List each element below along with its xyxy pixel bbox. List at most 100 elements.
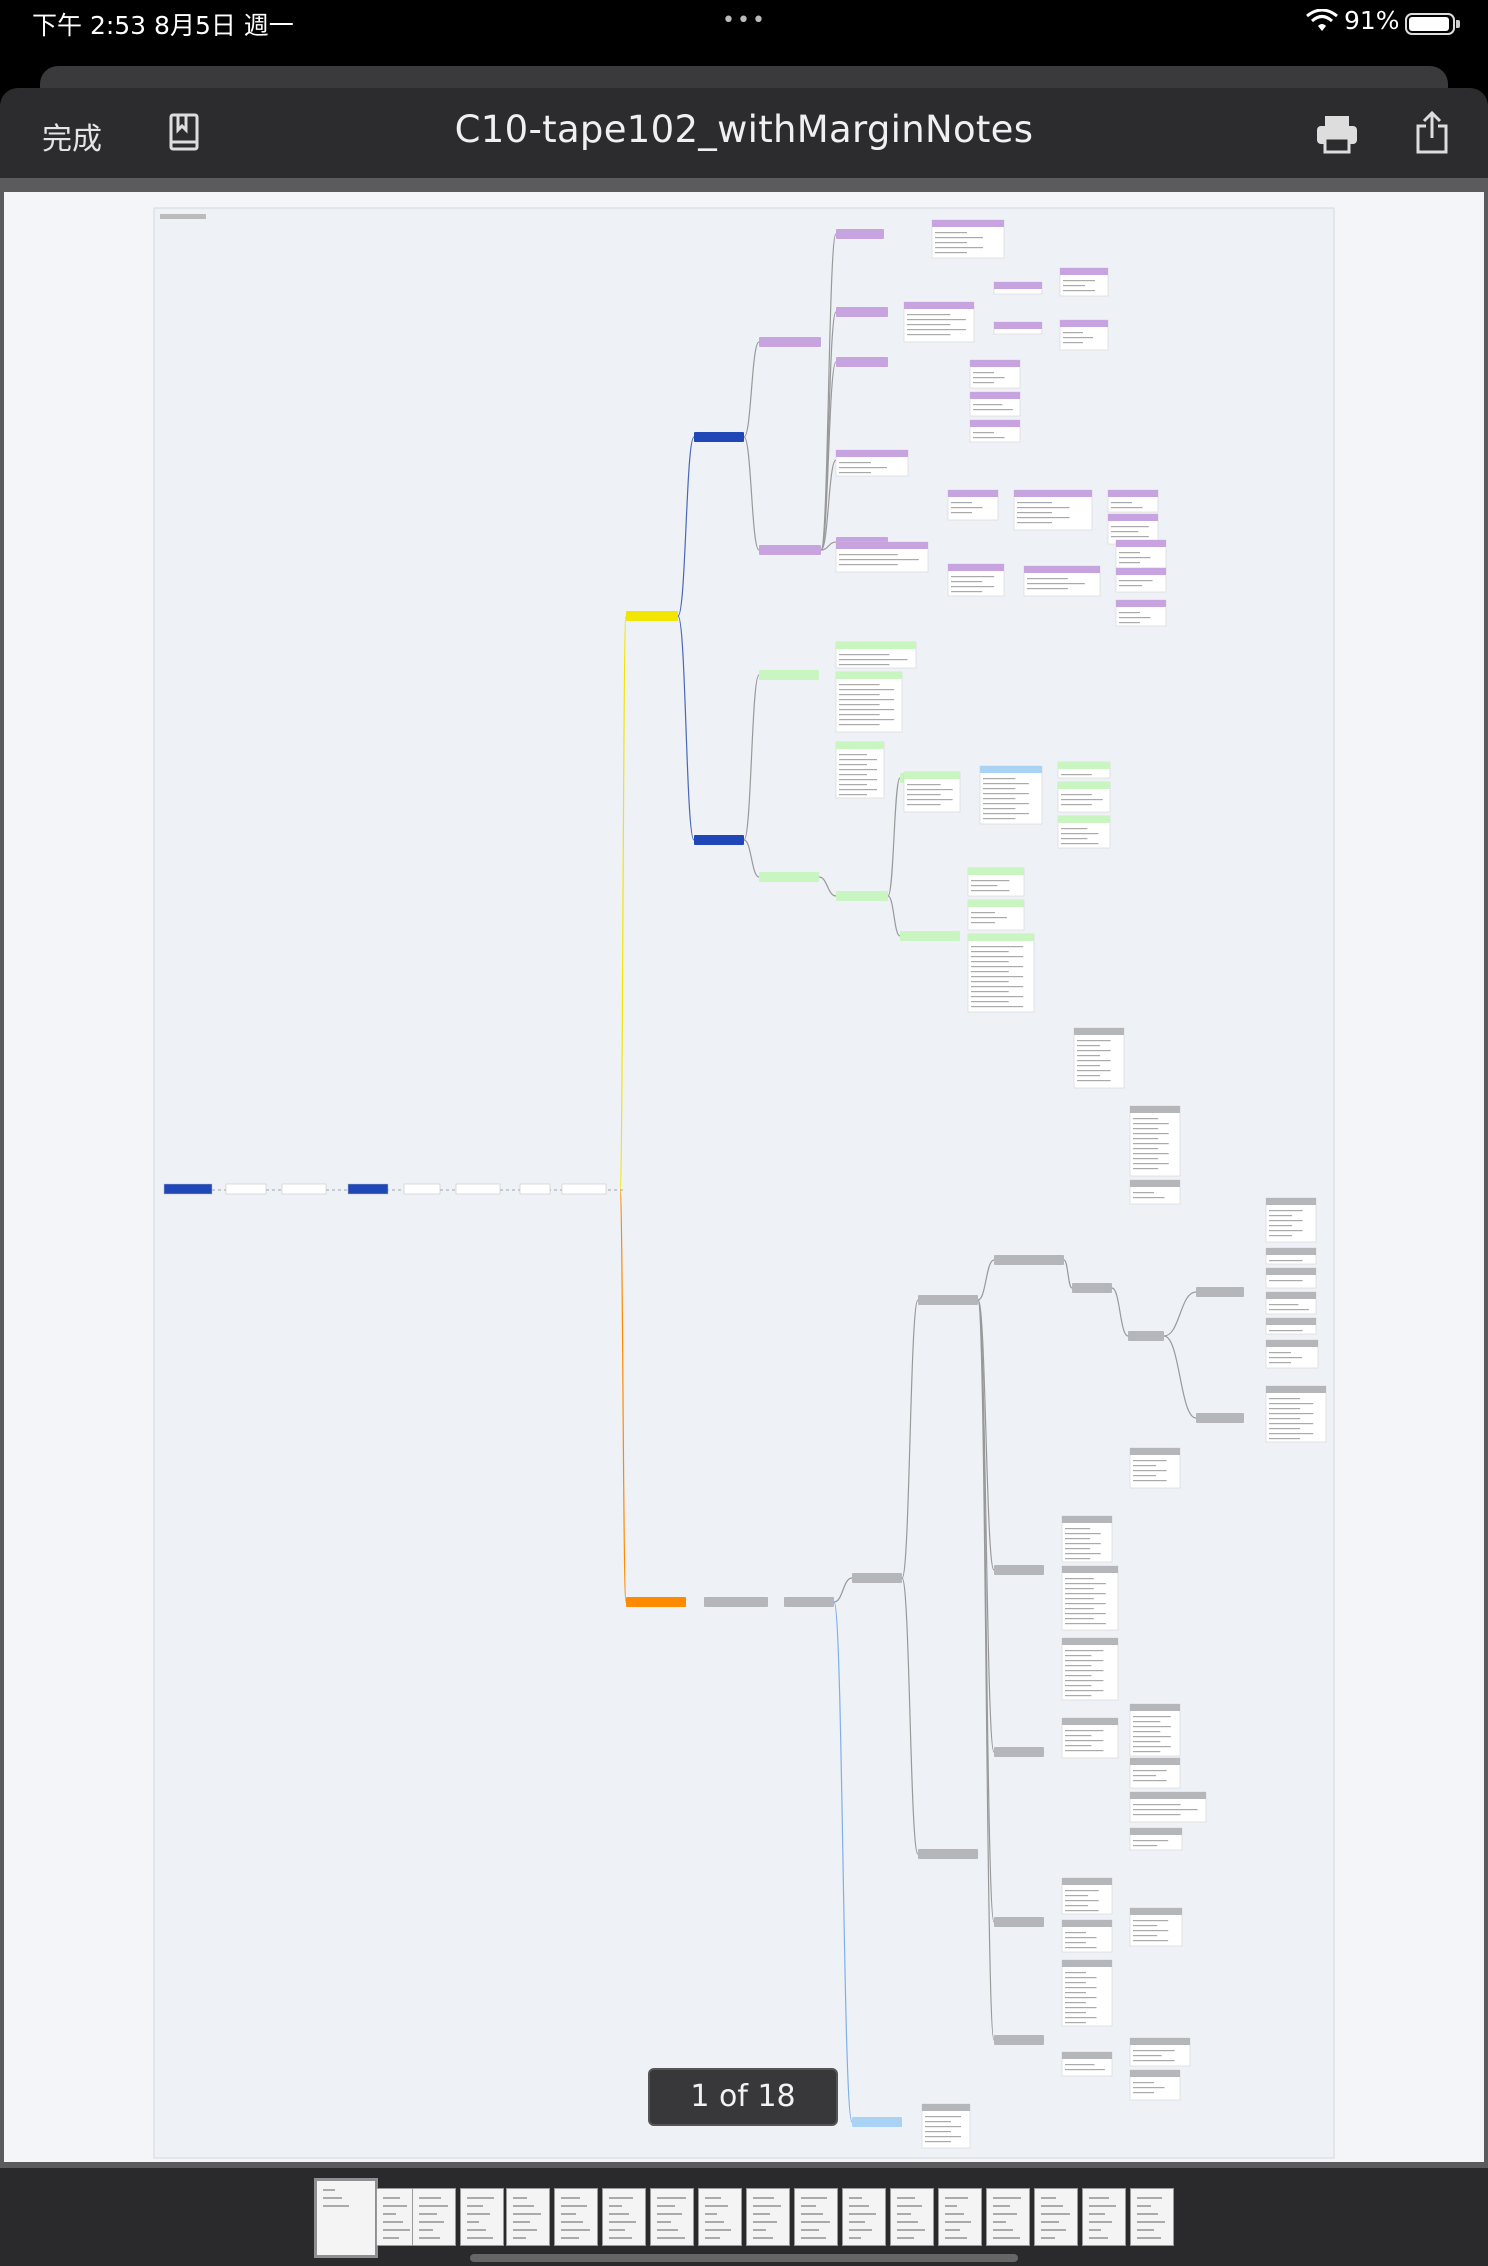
document-viewport[interactable] xyxy=(0,178,1488,2168)
mind-map-node xyxy=(994,1917,1044,1927)
done-button[interactable]: 完成 xyxy=(42,122,102,157)
page-thumbnail[interactable] xyxy=(412,2188,456,2246)
note-card-header xyxy=(1130,1106,1180,1113)
branch-connector xyxy=(743,436,760,551)
note-card-header xyxy=(836,450,908,457)
mind-map-node xyxy=(994,2035,1044,2045)
mind-map-node xyxy=(694,835,744,845)
note-card-header xyxy=(904,772,960,779)
mind-map-node xyxy=(852,1573,902,1583)
root-chain-node xyxy=(561,1183,607,1195)
note-card-header xyxy=(1130,1180,1180,1187)
mind-map-node xyxy=(918,1849,978,1859)
note-card-header xyxy=(1024,566,1100,573)
branch-connector xyxy=(1163,1335,1197,1419)
branch-connector xyxy=(833,1601,853,2123)
note-card-header xyxy=(994,322,1042,329)
mind-map-node xyxy=(900,931,960,941)
note-card-header xyxy=(1062,1878,1112,1885)
note-card-header xyxy=(1266,1268,1316,1275)
page-thumbnail[interactable] xyxy=(460,2188,504,2246)
note-card-header xyxy=(1062,1920,1112,1927)
note-card-header xyxy=(1060,268,1108,275)
note-card-header xyxy=(970,392,1020,399)
mind-map-node xyxy=(994,1255,1064,1265)
page-thumbnail[interactable] xyxy=(938,2188,982,2246)
branch-connector xyxy=(887,895,901,937)
note-card-header xyxy=(1108,514,1158,521)
share-icon[interactable] xyxy=(1414,110,1450,154)
page-thumbnail[interactable] xyxy=(794,2188,838,2246)
branch-connector xyxy=(820,459,837,551)
page-thumbnail[interactable] xyxy=(986,2188,1030,2246)
page-thumbnail[interactable] xyxy=(890,2188,934,2246)
mind-map-node xyxy=(1128,1331,1164,1341)
mind-map-node xyxy=(994,1747,1044,1757)
print-icon[interactable] xyxy=(1315,114,1359,154)
root-chain-node xyxy=(347,1183,389,1195)
page-thumbnail[interactable] xyxy=(842,2188,886,2246)
page-thumbnail[interactable] xyxy=(554,2188,598,2246)
page-thumbnail[interactable] xyxy=(602,2188,646,2246)
note-card-header xyxy=(1266,1340,1318,1347)
mind-map-diagram xyxy=(153,207,1335,2159)
bookmark-icon[interactable] xyxy=(168,112,200,152)
note-card-header xyxy=(1130,1828,1182,1835)
branch-connector xyxy=(977,1299,995,2041)
branch-connector xyxy=(818,876,837,897)
mind-map-node xyxy=(1196,1287,1244,1297)
branch-connector xyxy=(619,615,627,1191)
page-thumbnail[interactable] xyxy=(506,2188,550,2246)
page-header-label xyxy=(160,214,206,219)
branch-connector xyxy=(677,615,695,841)
branch-connector xyxy=(977,1299,995,1571)
page-thumbnail[interactable] xyxy=(1130,2188,1174,2246)
note-card-header xyxy=(836,542,928,549)
page-thumbnail[interactable] xyxy=(746,2188,790,2246)
mind-map-node xyxy=(759,337,821,347)
page-thumbnail[interactable] xyxy=(1082,2188,1126,2246)
root-chain-node xyxy=(455,1183,501,1195)
note-card-header xyxy=(968,934,1034,941)
note-card-header xyxy=(1130,1792,1206,1799)
mind-map-node xyxy=(694,432,744,442)
home-indicator xyxy=(470,2254,1018,2262)
more-dots-icon[interactable]: ••• xyxy=(722,8,767,33)
branch-connector xyxy=(619,1189,627,1603)
note-card xyxy=(1061,1637,1119,1701)
wifi-icon xyxy=(1306,9,1338,31)
thumbnail-strip[interactable] xyxy=(0,2168,1488,2266)
note-card-header xyxy=(1266,1198,1316,1205)
mind-map-node xyxy=(759,545,821,555)
mind-map-node xyxy=(1196,1413,1244,1423)
pdf-page xyxy=(4,192,1484,2162)
branch-connector xyxy=(1063,1259,1073,1289)
note-card-header xyxy=(1074,1028,1124,1035)
page-thumbnail[interactable] xyxy=(314,2178,378,2258)
root-chain-node xyxy=(163,1183,213,1195)
mind-map-node xyxy=(836,229,884,239)
note-card-header xyxy=(922,2104,970,2111)
page-thumbnail[interactable] xyxy=(698,2188,742,2246)
branch-connector xyxy=(1111,1287,1129,1337)
document-title: C10-tape102_withMarginNotes xyxy=(454,108,1034,151)
note-card xyxy=(1073,1027,1125,1089)
branch-connector xyxy=(901,1299,919,1579)
branch-connector xyxy=(887,777,901,897)
root-chain-node xyxy=(403,1183,441,1195)
note-card-header xyxy=(948,490,998,497)
note-card-header xyxy=(968,868,1024,875)
note-card-header xyxy=(932,220,1004,227)
viewer-toolbar: 完成 C10-tape102_withMarginNotes xyxy=(0,88,1488,178)
note-card xyxy=(1129,1105,1181,1177)
note-card-header xyxy=(1266,1248,1316,1255)
yellow-branch-node xyxy=(626,611,678,621)
note-card-header xyxy=(836,672,902,679)
note-card-header xyxy=(1060,320,1108,327)
mind-map-node xyxy=(994,1565,1044,1575)
note-card xyxy=(835,671,903,733)
mind-map-node xyxy=(759,670,819,680)
page-thumbnail[interactable] xyxy=(1034,2188,1078,2246)
note-card-header xyxy=(1266,1318,1316,1325)
page-thumbnail[interactable] xyxy=(650,2188,694,2246)
